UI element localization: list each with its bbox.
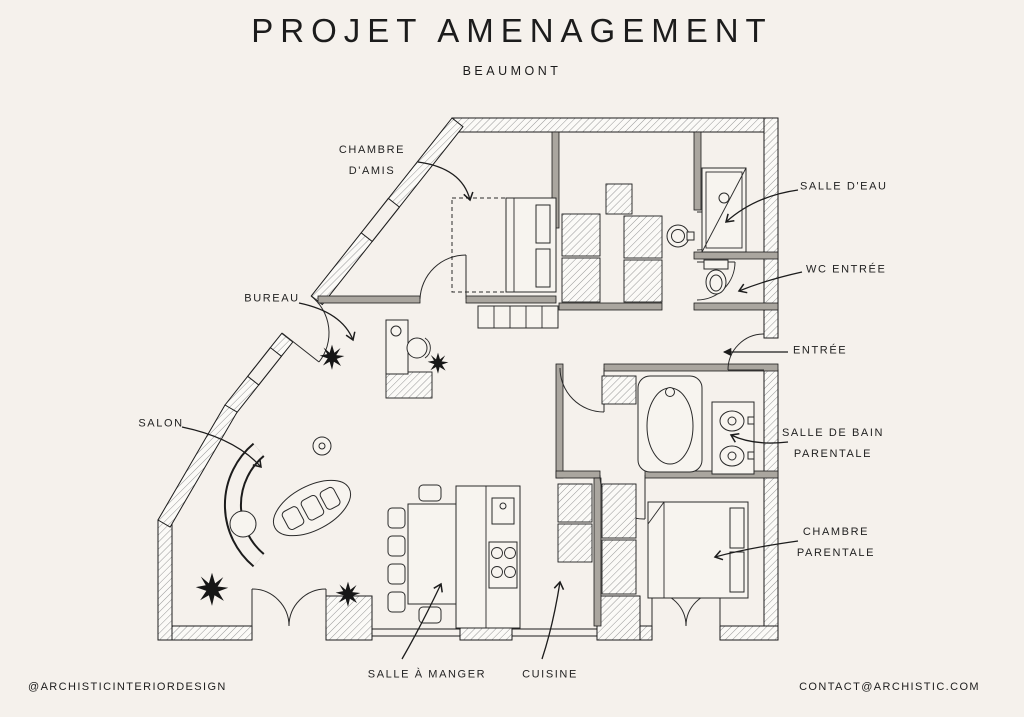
label-salle-deau: SALLE D'EAU — [800, 180, 888, 193]
label-entree: ENTRÉE — [793, 344, 848, 357]
label-salon: SALON — [138, 417, 184, 430]
page-title: PROJET AMENAGEMENT — [251, 12, 773, 49]
storage-units — [385, 183, 663, 595]
master-bed — [647, 501, 749, 599]
guest-bed — [451, 197, 557, 293]
sofa — [223, 442, 265, 568]
windows — [247, 198, 597, 637]
dining-table — [387, 484, 457, 624]
coffee-table — [273, 479, 351, 537]
label-wc-entree: WC ENTRÉE — [806, 263, 887, 276]
social-handle: @ARCHISTICINTERIORDESIGN — [28, 681, 227, 693]
plant-icon — [427, 352, 449, 374]
exterior-walls — [157, 117, 779, 641]
wc-toilet — [703, 259, 729, 295]
corridor-washbasin — [666, 224, 695, 248]
label-salle-de-bain-parentale: SALLE DE BAIN PARENTALE — [781, 427, 885, 460]
label-chambre-damis: CHAMBRE D'AMIS — [338, 144, 406, 177]
bathtub — [637, 375, 703, 473]
desk — [385, 319, 431, 375]
page-subtitle: BEAUMONT — [462, 64, 562, 78]
radiator-bench — [477, 305, 559, 329]
annotation-arrows — [181, 161, 803, 660]
label-salle-a-manger: SALLE À MANGER — [367, 668, 487, 681]
bathroom-vanity — [711, 401, 755, 475]
plant-icon — [319, 344, 345, 370]
label-cuisine: CUISINE — [522, 668, 578, 681]
contact-email: CONTACT@ARCHISTIC.COM — [799, 681, 980, 693]
pouf — [229, 510, 257, 538]
label-chambre-parentale: CHAMBRE PARENTALE — [796, 526, 876, 559]
kitchen-counter — [455, 485, 521, 629]
label-bureau: BUREAU — [244, 292, 300, 305]
shower — [701, 167, 747, 253]
plant-icon — [195, 572, 229, 606]
side-table — [312, 436, 332, 456]
